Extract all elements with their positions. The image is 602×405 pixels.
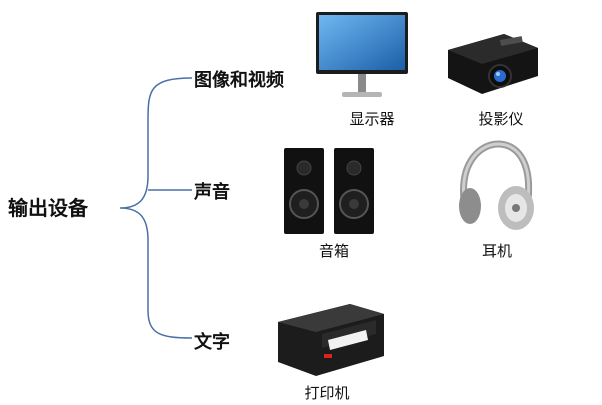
root-label: 输出设备 (8, 196, 88, 220)
category-sound: 声音 (194, 182, 230, 203)
device-label-monitor: 显示器 (349, 110, 395, 128)
headphones-icon (459, 140, 534, 230)
printer-icon (278, 304, 384, 376)
device-label-projector: 投影仪 (478, 110, 524, 128)
device-label-speakers: 音箱 (318, 242, 349, 260)
category-text: 文字 (194, 332, 230, 353)
device-label-headphones: 耳机 (481, 242, 512, 260)
category-image-video: 图像和视频 (194, 70, 284, 91)
projector-icon (448, 34, 538, 94)
device-label-printer: 打印机 (304, 384, 350, 402)
speakers-icon (284, 148, 374, 234)
monitor-icon (316, 12, 408, 97)
